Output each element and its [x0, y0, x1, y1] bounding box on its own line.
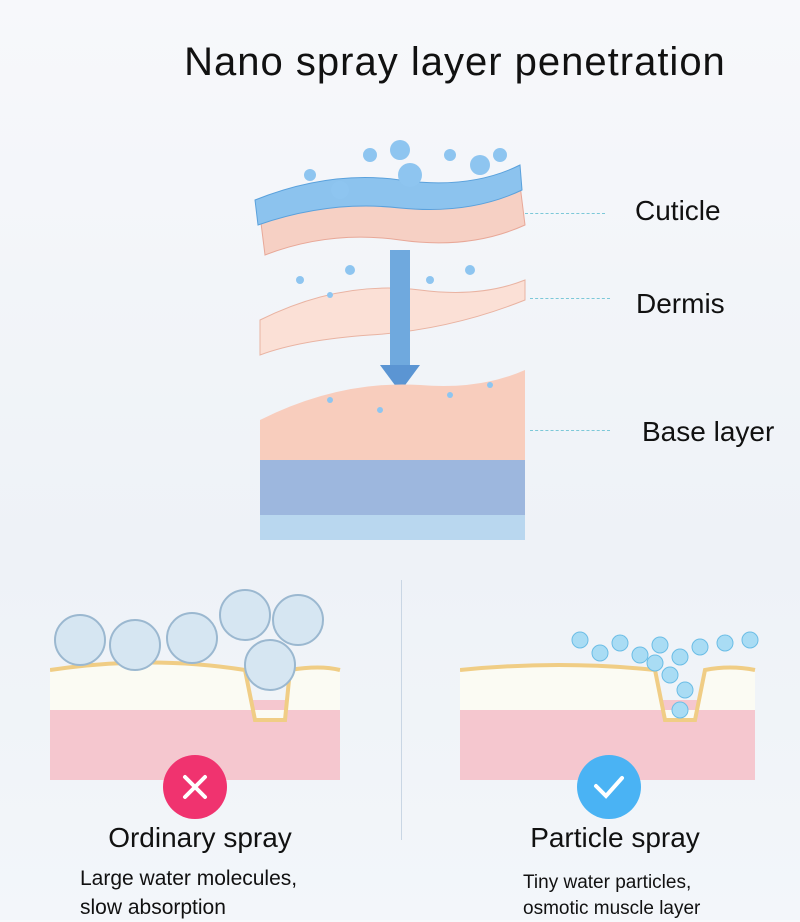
- divider: [401, 580, 402, 840]
- ordinary-spray-title: Ordinary spray: [108, 822, 292, 853]
- ordinary-spray-illustration: [50, 589, 341, 780]
- label-base-layer: Base layer: [642, 416, 775, 447]
- particle-spray-title: Particle spray: [530, 822, 700, 853]
- particle-spray-description: Tiny water particles, osmotic muscle lay…: [523, 870, 700, 922]
- desc-line: slow absorption: [80, 896, 226, 919]
- desc-line: Tiny water particles,: [523, 872, 692, 893]
- ordinary-spray-description: Large water molecules, slow absorption: [80, 864, 297, 922]
- particle-spray-illustration: [460, 631, 759, 780]
- check-icon: [577, 755, 641, 819]
- desc-line: Large water molecules,: [80, 867, 298, 890]
- desc-line: osmotic muscle layer: [523, 898, 701, 919]
- label-dermis: Dermis: [636, 288, 725, 319]
- x-icon: [163, 755, 227, 819]
- skin-layers-illustration: [254, 140, 526, 540]
- page-title: Nano spray layer penetration: [184, 40, 726, 84]
- label-cuticle: Cuticle: [635, 195, 721, 226]
